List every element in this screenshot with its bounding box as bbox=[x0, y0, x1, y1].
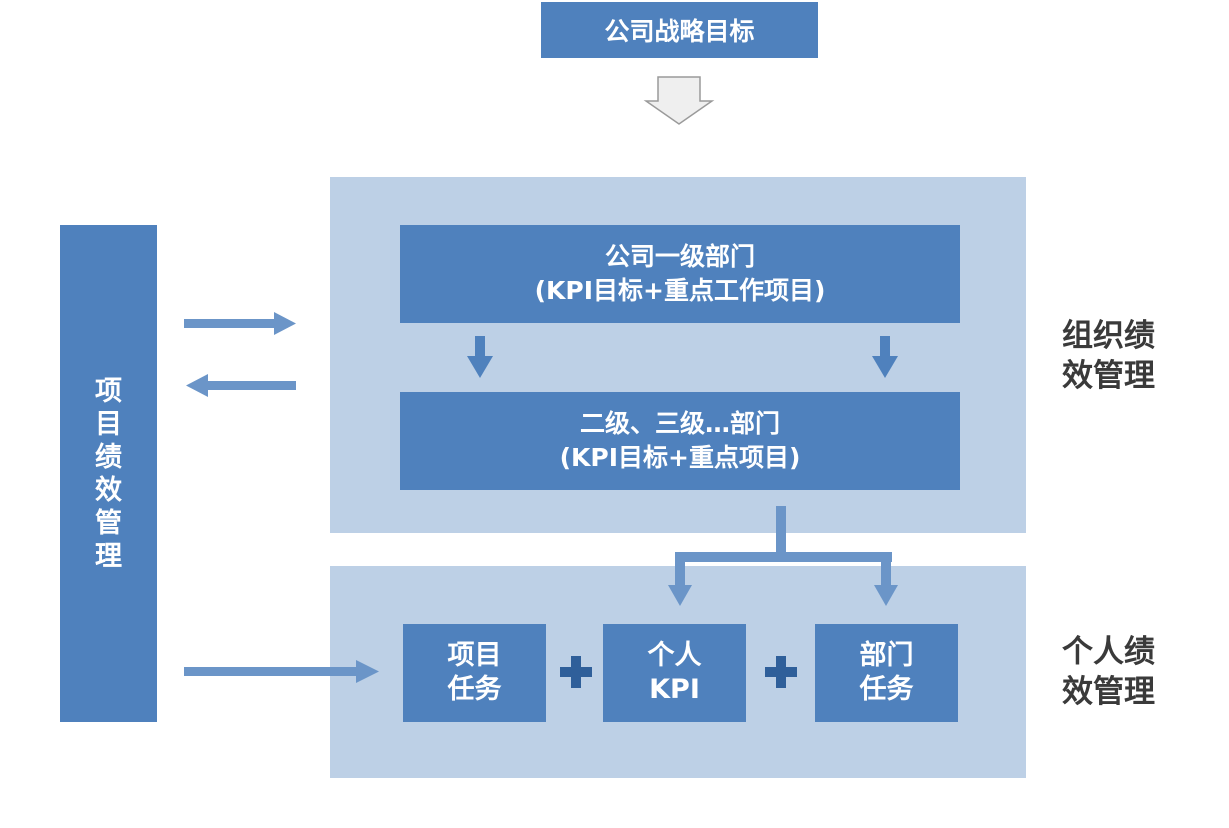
level1-department-title: 公司一级部门 bbox=[604, 242, 755, 271]
personal-kpi-line2: KPI bbox=[649, 674, 700, 705]
project-task-box: 项目 任务 bbox=[403, 624, 546, 722]
personal-performance-label-line: 效管理 bbox=[1062, 674, 1155, 710]
department-task-line2: 任务 bbox=[859, 674, 914, 705]
org-performance-label-line: 组织绩 bbox=[1062, 318, 1155, 354]
level2-department-title: 二级、三级…部门 bbox=[579, 409, 780, 438]
company-strategy-goal-box: 公司战略目标 bbox=[541, 2, 818, 58]
level1-down-arrow-left bbox=[467, 336, 493, 378]
department-task-line1: 部门 bbox=[859, 640, 914, 671]
arrow-left-from-org bbox=[186, 374, 296, 397]
project-task-line2: 任务 bbox=[447, 674, 502, 705]
arrow-right-to-org bbox=[184, 312, 296, 335]
project-performance-char: 管 bbox=[95, 507, 122, 539]
org-performance-label: 组织绩 效管理 bbox=[1062, 316, 1202, 396]
personal-kpi-box: 个人 KPI bbox=[603, 624, 746, 722]
arrow-right-to-personal bbox=[184, 660, 379, 683]
level1-down-arrow-right bbox=[872, 336, 898, 378]
personal-performance-label: 个人绩 效管理 bbox=[1062, 632, 1202, 712]
project-performance-char: 理 bbox=[95, 540, 122, 572]
level2-department-subtitle: (KPI目标+重点项目) bbox=[559, 443, 801, 472]
personal-performance-label-line: 个人绩 bbox=[1062, 634, 1155, 670]
level2-department-box: 二级、三级…部门 (KPI目标+重点项目) bbox=[400, 392, 960, 490]
level1-department-subtitle: (KPI目标+重点工作项目) bbox=[534, 276, 826, 305]
company-strategy-goal-label: 公司战略目标 bbox=[604, 17, 755, 46]
project-task-line1: 项目 bbox=[447, 640, 502, 671]
department-task-box: 部门 任务 bbox=[815, 624, 958, 722]
org-performance-label-line: 效管理 bbox=[1062, 358, 1155, 394]
project-performance-char: 绩 bbox=[95, 441, 122, 473]
level2-branch-connector bbox=[668, 506, 898, 606]
strategy-down-arrow bbox=[643, 76, 715, 125]
project-performance-char: 效 bbox=[95, 474, 122, 506]
plus-icon bbox=[765, 656, 797, 688]
project-performance-char: 目 bbox=[95, 408, 122, 440]
project-performance-box: 项 目 绩 效 管 理 bbox=[60, 225, 157, 722]
personal-kpi-line1: 个人 bbox=[647, 640, 702, 671]
project-performance-char: 项 bbox=[95, 375, 122, 407]
plus-icon bbox=[560, 656, 592, 688]
level1-department-box: 公司一级部门 (KPI目标+重点工作项目) bbox=[400, 225, 960, 323]
